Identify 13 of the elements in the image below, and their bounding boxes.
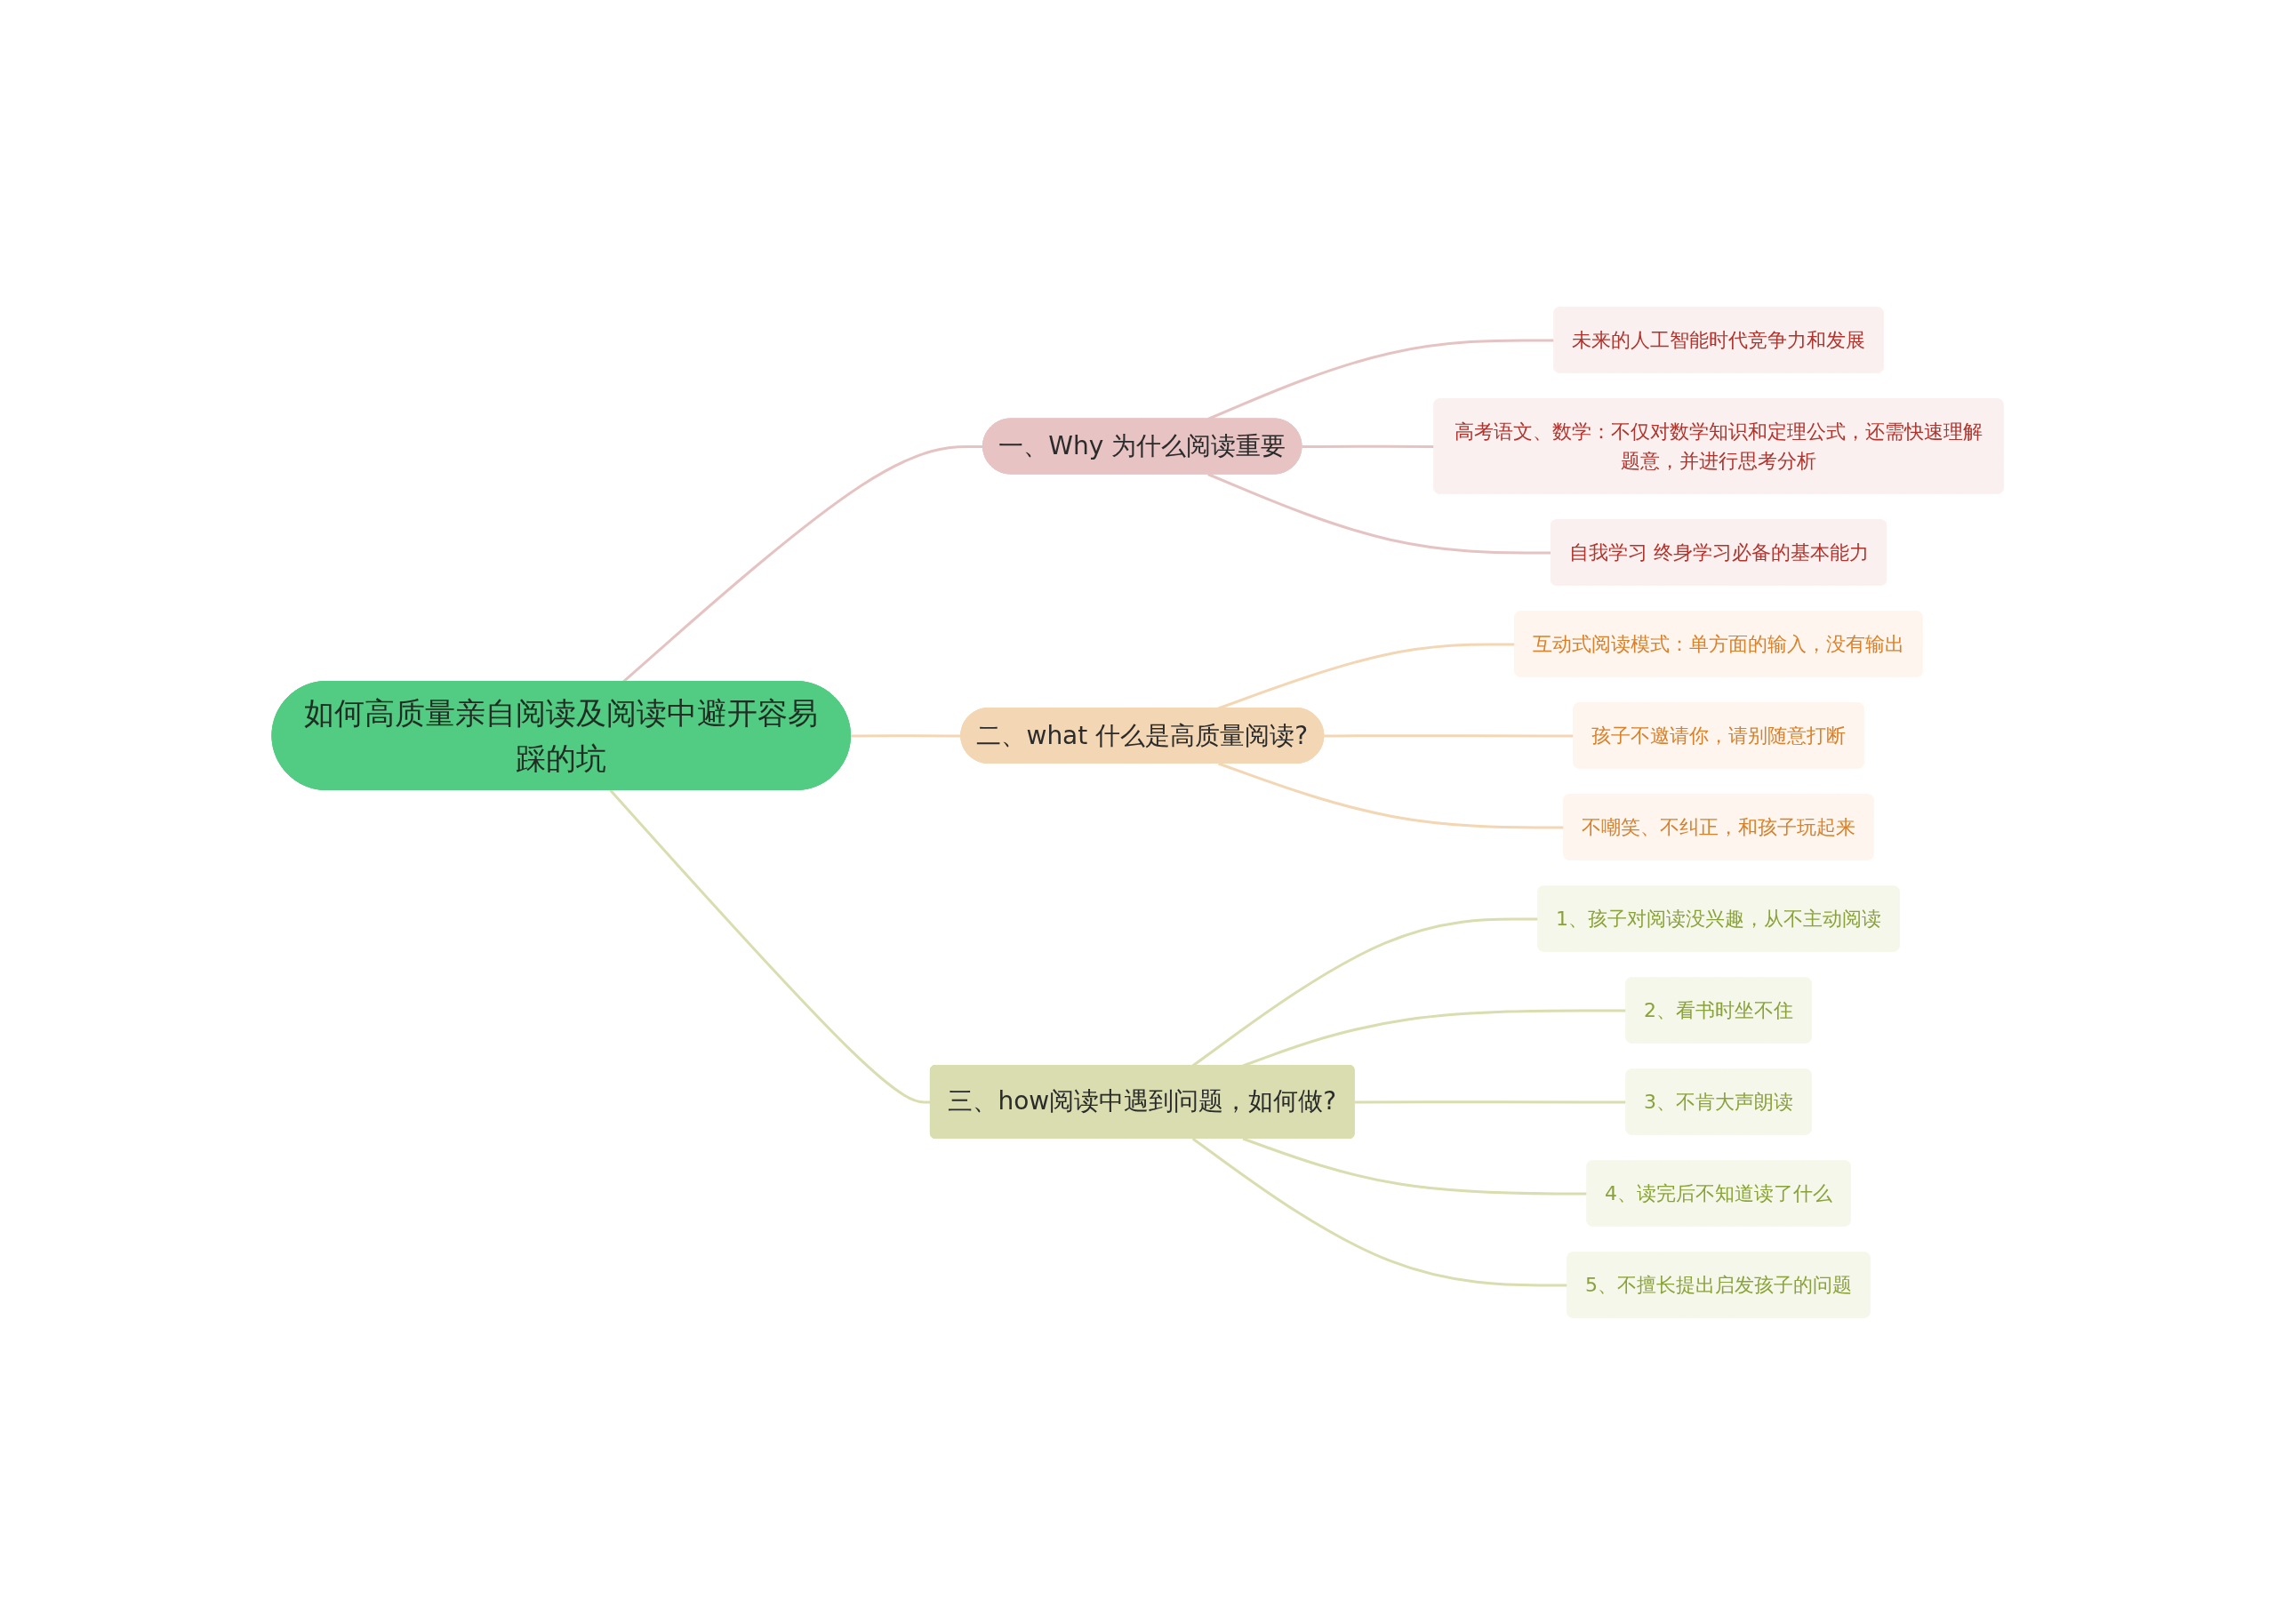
connector <box>1324 733 1575 737</box>
connector <box>1218 642 1517 709</box>
connector <box>1192 916 1540 1067</box>
connector <box>1243 1008 1628 1067</box>
connector <box>1355 1100 1628 1103</box>
connector <box>851 733 962 737</box>
connector <box>1207 472 1552 554</box>
connector <box>1218 762 1566 828</box>
connector <box>1192 1137 1569 1286</box>
connector <box>1243 1137 1589 1195</box>
connector <box>622 444 984 683</box>
connector <box>1302 444 1436 448</box>
connector <box>609 788 932 1103</box>
